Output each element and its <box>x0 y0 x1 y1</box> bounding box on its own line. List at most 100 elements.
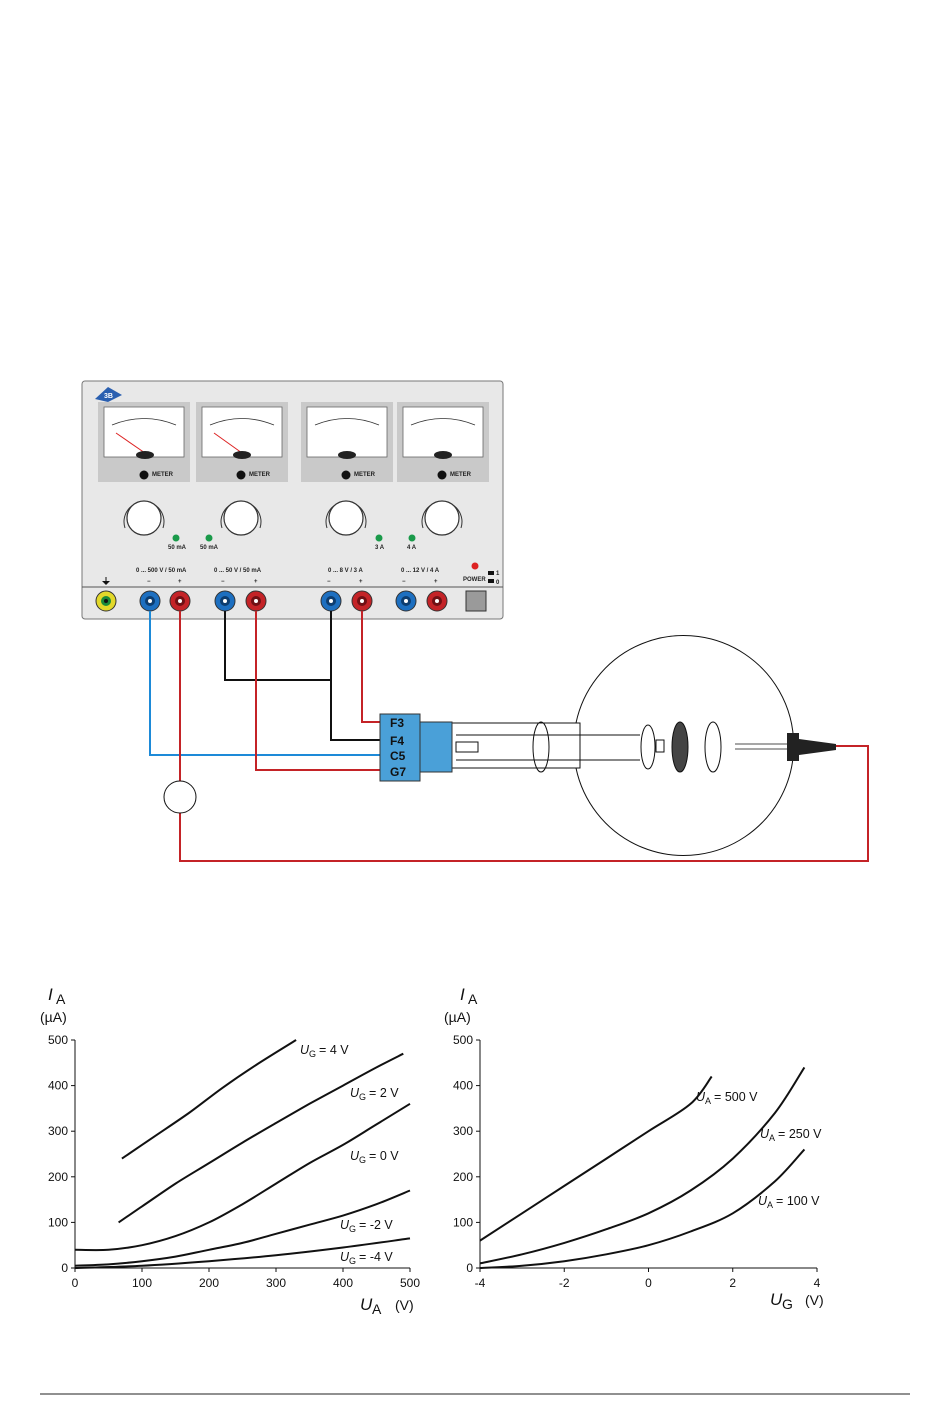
indicator-label: 50 mA <box>168 545 187 551</box>
indicator-label: 4 A <box>407 545 417 551</box>
polarity-minus: − <box>327 579 331 585</box>
connector-label: C5 <box>390 749 406 763</box>
ammeter <box>163 780 197 814</box>
range-label: 0 ... 12 V / 4 A <box>401 568 440 574</box>
connector-label: F3 <box>390 716 404 730</box>
x-tick-label: 0 <box>72 1276 79 1290</box>
polarity-plus: + <box>434 579 438 585</box>
power-supply: 3B METER METER METER <box>81 380 504 620</box>
meter-2: METER <box>196 402 288 482</box>
polarity-plus: + <box>254 579 258 585</box>
meter-adjust-knob[interactable] <box>341 470 351 480</box>
x-axis-unit: (V) <box>395 1297 414 1313</box>
polarity-plus: + <box>178 579 182 585</box>
series-label: UA= 100 V <box>758 1194 820 1210</box>
tube-connector <box>379 713 421 782</box>
svg-text:3B: 3B <box>104 393 113 400</box>
polarity-minus: − <box>147 579 151 585</box>
x-tick-label: 200 <box>199 1276 219 1290</box>
socket-red[interactable] <box>351 590 373 612</box>
y-axis-unit: (µA) <box>444 1009 471 1025</box>
socket-blue[interactable] <box>214 590 236 612</box>
wire-red-grid <box>255 611 380 771</box>
power-led <box>471 562 479 570</box>
wiring <box>149 611 869 862</box>
y-tick-label: 100 <box>453 1215 473 1229</box>
cathode-cylinder <box>532 721 550 773</box>
ground-icon <box>102 577 110 585</box>
meter-1: METER <box>98 402 190 482</box>
wire-blue-cathode <box>149 611 380 756</box>
y-tick-label: 500 <box>48 1033 68 1047</box>
power-label: POWER <box>463 577 486 583</box>
power-switch[interactable] <box>465 590 487 612</box>
polarity-plus: + <box>359 579 363 585</box>
socket-blue[interactable] <box>139 590 161 612</box>
series-line <box>479 1066 806 1265</box>
x-tick-label: 2 <box>729 1276 736 1290</box>
series-line <box>479 1075 713 1242</box>
series-label: UG= -4 V <box>340 1250 393 1266</box>
connector-label: G7 <box>390 765 406 779</box>
x-tick-label: 300 <box>266 1276 286 1290</box>
series-line <box>74 1102 411 1252</box>
meter-adjust-knob[interactable] <box>139 470 149 480</box>
wire-red-anode-return <box>179 745 869 862</box>
meter-adjust-knob[interactable] <box>236 470 246 480</box>
meter-label: METER <box>354 472 376 478</box>
voltage-knob-4[interactable] <box>421 500 463 536</box>
series-line <box>121 1039 297 1160</box>
wire-black-filament <box>330 611 380 741</box>
indicator-led <box>408 534 416 542</box>
power-state-on: 1 <box>496 571 500 577</box>
socket-red[interactable] <box>245 590 267 612</box>
indicator-led <box>172 534 180 542</box>
y-axis-title-subscript: A <box>468 991 478 1007</box>
y-tick-label: 100 <box>48 1215 68 1229</box>
meter-4: METER <box>397 402 489 482</box>
voltage-knob-2[interactable] <box>220 500 262 536</box>
tube-neck <box>449 722 581 769</box>
heater-cap <box>640 724 656 770</box>
indicator-label: 50 mA <box>200 545 219 551</box>
series-label: UG= 4 V <box>300 1043 349 1059</box>
indicator-led <box>375 534 383 542</box>
meter-3: METER <box>301 402 393 482</box>
socket-blue[interactable] <box>395 590 417 612</box>
x-tick-label: -4 <box>475 1276 486 1290</box>
voltage-knob-3[interactable] <box>325 500 367 536</box>
x-axis-title-symbol: U <box>770 1290 783 1309</box>
indicator-label: 3 A <box>375 545 385 551</box>
y-tick-label: 0 <box>466 1261 473 1275</box>
ground-socket[interactable] <box>95 590 117 612</box>
anode-terminal <box>787 733 799 761</box>
x-axis-title-subscript: G <box>782 1296 793 1312</box>
x-tick-label: 0 <box>645 1276 652 1290</box>
meter-adjust-knob[interactable] <box>437 470 447 480</box>
power-state-off: 0 <box>496 580 500 586</box>
series-line <box>479 1148 806 1269</box>
brand-logo: 3B <box>95 387 122 402</box>
range-label: 0 ... 8 V / 3 A <box>328 568 363 574</box>
triode-tube: F3 F4 C5 G7 <box>379 635 836 856</box>
x-axis-title-subscript: A <box>372 1301 382 1317</box>
x-tick-label: -2 <box>559 1276 570 1290</box>
series-label: UG= 2 V <box>350 1086 399 1102</box>
y-tick-label: 200 <box>48 1170 68 1184</box>
range-label: 0 ... 50 V / 50 mA <box>214 568 262 574</box>
y-tick-label: 400 <box>453 1079 473 1093</box>
series-label: UA= 250 V <box>760 1127 822 1143</box>
y-axis-title-subscript: A <box>56 991 66 1007</box>
y-tick-label: 300 <box>453 1124 473 1138</box>
wire-black-common <box>224 611 331 681</box>
voltage-knob-1[interactable] <box>123 500 165 536</box>
socket-red[interactable] <box>426 590 448 612</box>
socket-blue[interactable] <box>320 590 342 612</box>
y-tick-label: 500 <box>453 1033 473 1047</box>
wire-red-filament <box>361 611 380 723</box>
x-tick-label: 100 <box>132 1276 152 1290</box>
series-label: UG= 0 V <box>350 1149 399 1165</box>
socket-red[interactable] <box>169 590 191 612</box>
